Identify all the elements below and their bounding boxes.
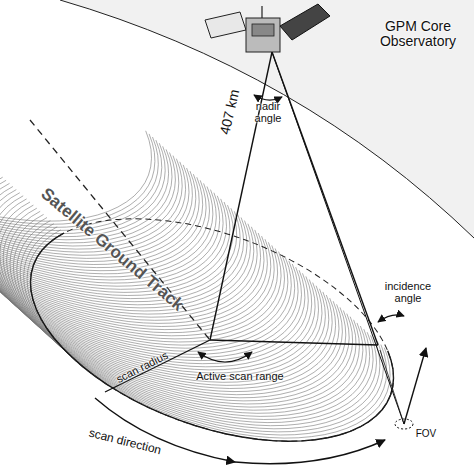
scan-arc: [0, 121, 271, 329]
scan-arc: [0, 35, 175, 243]
incidence-ray: [380, 350, 404, 424]
scan-arc: [13, 218, 376, 426]
scan-arc: [0, 125, 274, 333]
scan-arc: [0, 94, 240, 302]
scan-arc: [27, 230, 390, 438]
scan-arc: [0, 109, 257, 317]
scan-arc: [0, 38, 179, 246]
scan-arc: [0, 106, 254, 314]
satellite-antenna: [261, 6, 262, 18]
scan-arc: [0, 168, 322, 376]
scan-arc: [0, 103, 250, 311]
scan-arc: [7, 211, 370, 419]
scan-direction-arrow-1: [95, 398, 235, 462]
angle-label: nadir angle: [247, 100, 289, 124]
scan-arc: [0, 100, 247, 308]
range-label: Active scan range: [185, 370, 295, 382]
scan-arc: [0, 162, 315, 370]
earth-limb: [60, 0, 474, 238]
satellite-icon: [205, 4, 330, 52]
direction-label: scan direction: [75, 424, 175, 461]
nadir-line: [210, 52, 272, 340]
solar-panel-left: [205, 12, 246, 38]
scan-arc: [0, 137, 288, 345]
scan-arc: [0, 134, 285, 342]
footprint-label: FOV: [411, 428, 441, 439]
scan-arc: [0, 29, 169, 237]
scan-arc: [0, 118, 267, 326]
scan-arc: [0, 131, 281, 339]
satellite-body: [246, 18, 280, 52]
scan-arc: [17, 221, 380, 429]
scan-arc: [0, 32, 172, 240]
nadir-angle-arrow: [254, 95, 282, 100]
satellite-name: GPM Core Observatory: [371, 19, 466, 50]
scan-arc: [0, 41, 182, 249]
space-region: [0, 0, 474, 238]
satellite-instrument: [252, 24, 274, 36]
solar-panel-right: [280, 4, 330, 40]
scan-arc: [0, 13, 152, 221]
scan-arc: [20, 224, 383, 432]
surface-normal-arrow: [404, 348, 426, 424]
active-scan-range-arrow: [198, 352, 252, 362]
angle-label: incidence angle: [377, 280, 439, 304]
fov-footprint: [395, 419, 413, 429]
scan-radius-line-right: [210, 340, 378, 345]
scan-arc: [0, 159, 312, 367]
fov-line: [272, 52, 404, 424]
scan-arc: [0, 25, 165, 233]
altitude-label: 407 km: [215, 76, 246, 148]
scan-direction-arrow-2: [235, 440, 385, 464]
scan-arc: [0, 22, 162, 230]
scan-arc: [0, 140, 291, 348]
scan-arc: [0, 19, 158, 227]
scan-arc: [0, 97, 244, 305]
scan-arc: [10, 214, 373, 422]
incidence-angle-arrow: [378, 315, 404, 322]
scan-arc: [0, 16, 155, 224]
scan-arc: [31, 233, 394, 441]
scan-arc: [24, 227, 387, 435]
scan-arc: [0, 115, 264, 323]
